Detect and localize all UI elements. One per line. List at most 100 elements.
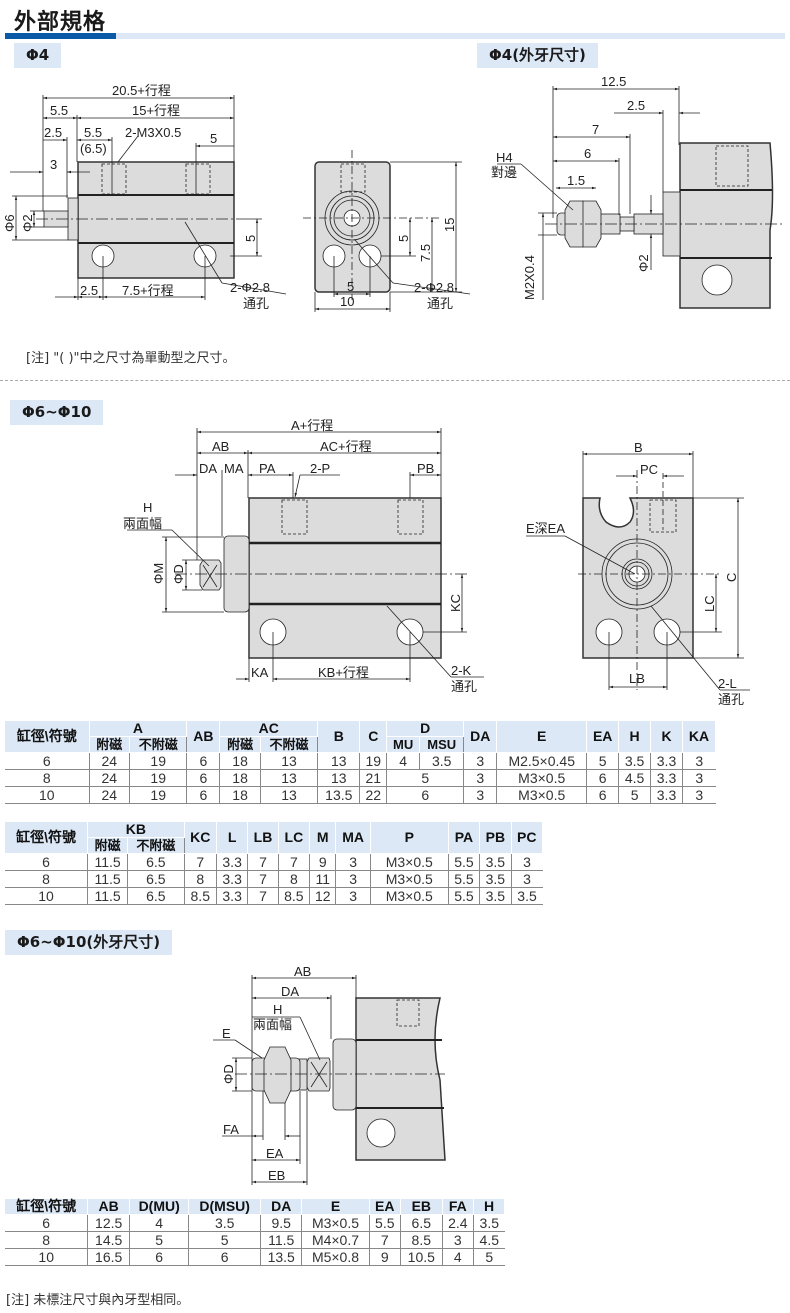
cell: 7 [247, 887, 279, 905]
cell: 5 [618, 786, 651, 804]
th-d-msu: MSU [419, 736, 465, 753]
cell: 11.5 [259, 1231, 302, 1249]
cell: 18 [219, 769, 261, 787]
cell: M3×0.5 [369, 870, 449, 888]
cell: 3.3 [650, 769, 683, 787]
cell: M3×0.5 [301, 1214, 370, 1232]
phi6-10-dim-pa: PA [259, 461, 276, 476]
cell: 4 [441, 1248, 474, 1266]
cell: 19 [128, 786, 187, 804]
phi4-side-hole-sub: 通孔 [427, 296, 453, 311]
th-kb-nomag: 不附磁 [127, 837, 185, 854]
phi6-10-ext-h: H [273, 1002, 282, 1017]
phi4-ext-dim-1-5: 1.5 [567, 173, 585, 188]
cell: 12.5 [87, 1214, 130, 1232]
cell: 6 [5, 752, 90, 770]
th-d-mu: MU [386, 736, 421, 753]
phi4-side-dim-7-5: 7.5 [418, 244, 433, 262]
cell: 8.5 [277, 887, 310, 905]
cell: 16.5 [87, 1248, 130, 1266]
cell: 3.5 [618, 752, 651, 770]
cell: M5×0.8 [301, 1248, 370, 1266]
cell: M2.5×0.45 [496, 752, 587, 770]
phi4-side-dim-15: 15 [442, 218, 457, 232]
cell: 5.5 [447, 853, 480, 871]
table-row: 10 24 19 6 18 13 13.5 22 6 3 M3×0.5 6 5 … [5, 786, 716, 804]
phi6-10-dim-pb: PB [417, 461, 434, 476]
phi6-10-side-lb: LB [629, 671, 645, 686]
cell: 3.5 [188, 1214, 261, 1232]
phi6-10-ext-e: E [222, 1026, 231, 1041]
section-divider [0, 380, 790, 381]
phi4-front-view [10, 95, 287, 300]
th-a-mag: 附磁 [89, 736, 130, 753]
phi4-ext-view [497, 86, 785, 309]
cell: 19 [128, 769, 187, 787]
th-col: H [473, 1198, 505, 1215]
cell: 9.5 [259, 1214, 302, 1232]
cell: 11.5 [87, 887, 128, 905]
phi4-hole: 2-Φ2.8 [230, 280, 270, 295]
phi4-note: [注] "( )"中之尺寸為單動型之尺寸。 [26, 351, 236, 366]
phi4-ext-dim-7: 7 [592, 122, 599, 137]
section-tag-phi6-10: Φ6~Φ10 [10, 400, 104, 425]
cell: 8 [5, 769, 90, 787]
cell: 5 [188, 1231, 261, 1249]
cell: 6 [128, 1248, 189, 1266]
cell: 3 [681, 752, 716, 770]
phi6-10-dim-ac: AC+行程 [320, 439, 372, 454]
phi6-10-ext-view [213, 975, 446, 1185]
cell: 22 [359, 786, 387, 804]
cell: 4.5 [618, 769, 651, 787]
th-bore: 缸徑\符號 [5, 821, 89, 854]
th-col: AB [87, 1198, 130, 1215]
th-d: D [386, 720, 465, 737]
phi6-10-dim-da: DA [199, 461, 217, 476]
phi6-10-side-b: B [634, 440, 643, 455]
th-p: P [369, 821, 449, 854]
cell: 8 [183, 870, 217, 888]
cell: 5 [128, 1231, 189, 1249]
phi4-dim-6-5: (6.5) [80, 141, 107, 156]
phi4-dim-2-5: 2.5 [44, 125, 62, 140]
th-a-nomag: 不附磁 [128, 736, 188, 753]
section-tag-phi4-ext: Φ4(外牙尺寸) [477, 43, 598, 68]
phi4-ext-dim-12-5: 12.5 [601, 74, 626, 89]
th-col: 缸徑\符號 [5, 1198, 89, 1215]
th-ka: KA [681, 720, 717, 753]
phi6-10-dim-phim: ΦM [151, 563, 166, 584]
phi4-ext-h4-sub: 對邊 [491, 165, 517, 180]
cell: 3.5 [479, 853, 512, 871]
cell: M3×0.5 [496, 786, 587, 804]
cell: 3 [463, 752, 497, 770]
cell: 3.5 [479, 870, 512, 888]
phi6-10-ext-note: [注] 未標注尺寸與內牙型相同。 [6, 1293, 190, 1308]
cell: 6 [186, 769, 220, 787]
cell: 6 [586, 769, 619, 787]
cell: 13 [317, 769, 360, 787]
phi4-side-view [303, 150, 471, 312]
cell: 8 [5, 1231, 88, 1249]
cell: 6 [586, 786, 619, 804]
phi6-10-ext-phid: ΦD [221, 1064, 236, 1084]
cell: 7 [183, 853, 217, 871]
cell: 13 [317, 752, 360, 770]
th-m: M [309, 821, 337, 854]
cell: 9 [309, 853, 336, 871]
phi4-dim-7-5-stroke: 7.5+行程 [122, 283, 174, 298]
th-b: B [317, 720, 361, 753]
cell: 3 [510, 870, 543, 888]
th-kc: KC [183, 821, 217, 854]
cell: 3.3 [215, 870, 248, 888]
cell: 3 [463, 769, 497, 787]
spec-table-2: 缸徑\符號 KB KC L LB LC M MA P PA PB PC 附磁 不… [5, 821, 544, 905]
th-ac-nomag: 不附磁 [259, 736, 319, 753]
cell: 3 [463, 786, 497, 804]
phi6-10-side-lc: LC [702, 595, 717, 612]
cell: 3 [335, 870, 371, 888]
cell: 6.5 [400, 1214, 443, 1232]
cell: 3.5 [479, 887, 512, 905]
cell: 18 [219, 786, 261, 804]
